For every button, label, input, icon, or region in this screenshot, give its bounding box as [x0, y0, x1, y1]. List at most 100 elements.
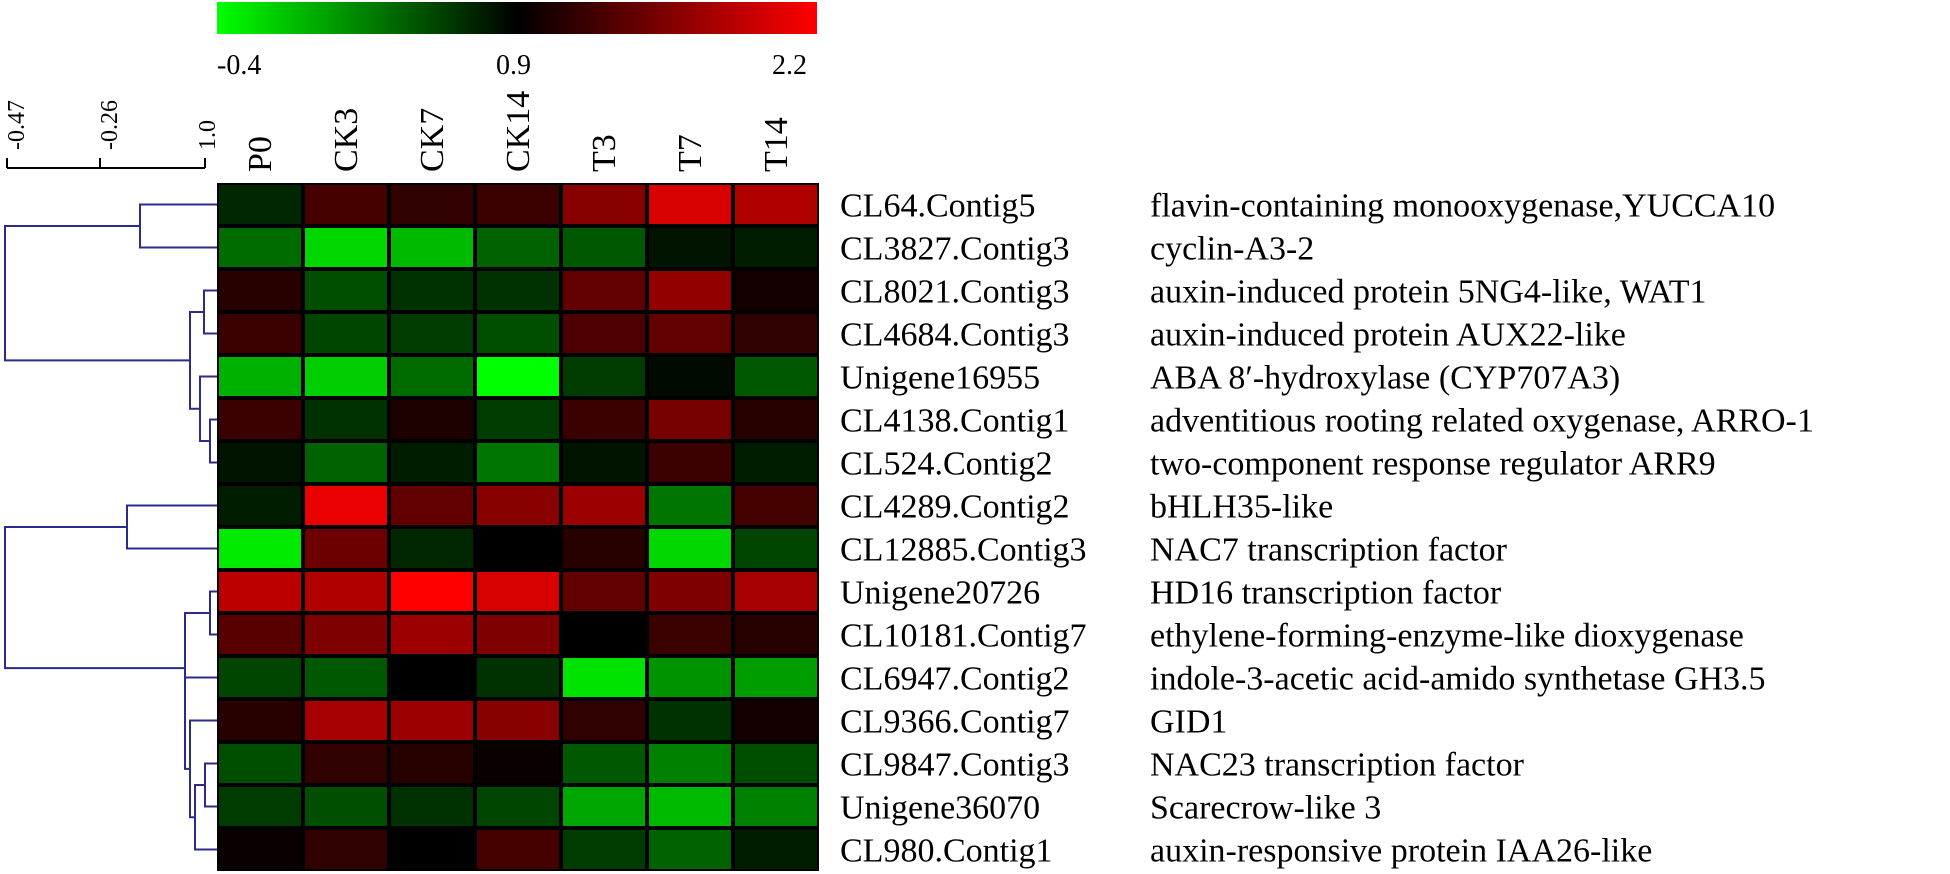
heatmap-cell [391, 486, 473, 525]
row-gene-id: Unigene16955 [840, 360, 1040, 397]
heatmap-cell [563, 314, 645, 353]
heatmap-cell [477, 658, 559, 697]
heatmap-cell [477, 185, 559, 224]
heatmap-cell [649, 658, 731, 697]
heatmap-cell [305, 787, 387, 826]
heatmap-cell [477, 572, 559, 611]
heatmap-cell [735, 314, 817, 353]
heatmap-cell [305, 314, 387, 353]
row-gene-id: CL9366.Contig7 [840, 704, 1070, 741]
heatmap-cell [391, 529, 473, 568]
heatmap-cell [391, 314, 473, 353]
heatmap-cell [477, 701, 559, 740]
row-annotation: Scarecrow-like 3 [1150, 790, 1381, 827]
heatmap-cell [563, 615, 645, 654]
row-gene-id: CL9847.Contig3 [840, 747, 1070, 784]
row-annotation: auxin-responsive protein IAA26-like [1150, 833, 1652, 870]
heatmap-cell [563, 744, 645, 783]
dendrogram-scale-label: -0.47 [4, 100, 30, 150]
heatmap-cell [563, 787, 645, 826]
heatmap-cell [735, 357, 817, 396]
dendrogram-scale: -0.47 -0.26 1.0 [4, 100, 221, 169]
dendrogram-link [209, 418, 217, 464]
dendrogram-link [139, 203, 217, 249]
heatmap-cell [219, 529, 301, 568]
row-gene-id: CL8021.Contig3 [840, 274, 1070, 311]
heatmap-cell [477, 228, 559, 267]
heatmap-cell [735, 615, 817, 654]
row-gene-id: Unigene20726 [840, 575, 1040, 612]
heatmap-cell [735, 830, 817, 869]
row-annotation: ABA 8′-hydroxylase (CYP707A3) [1150, 360, 1620, 397]
heatmap-cell [649, 443, 731, 482]
heatmap-cell [391, 357, 473, 396]
row-gene-id: CL4289.Contig2 [840, 489, 1070, 526]
color-legend-bar [217, 2, 817, 34]
column-label: CK14 [500, 91, 537, 172]
row-gene-id: CL524.Contig2 [840, 446, 1053, 483]
column-label: P0 [242, 136, 279, 172]
heatmap-cell [219, 271, 301, 310]
row-annotation: two-component response regulator ARR9 [1150, 446, 1716, 483]
heatmap-cell [649, 228, 731, 267]
heatmap-cell [305, 658, 387, 697]
heatmap-cell [305, 830, 387, 869]
dendrogram-link [126, 504, 217, 550]
row-annotation: adventitious rooting related oxygenase, … [1150, 403, 1814, 440]
heatmap-cell [391, 185, 473, 224]
heatmap-cell [477, 400, 559, 439]
heatmap-cell [305, 701, 387, 740]
heatmap-cell [477, 314, 559, 353]
heatmap-cell [219, 400, 301, 439]
heatmap-cell [219, 787, 301, 826]
heatmap-cell [219, 357, 301, 396]
heatmap-cell [735, 572, 817, 611]
row-gene-id: CL980.Contig1 [840, 833, 1053, 870]
heatmap-cell [563, 529, 645, 568]
heatmap-cell [219, 744, 301, 783]
row-annotation: auxin-induced protein 5NG4-like, WAT1 [1150, 274, 1706, 311]
heatmap-cell [219, 486, 301, 525]
heatmap-cell [477, 787, 559, 826]
heatmap-cell [391, 443, 473, 482]
row-annotation: GID1 [1150, 704, 1227, 741]
row-gene-id: Unigene36070 [840, 790, 1040, 827]
column-label: T3 [586, 134, 623, 172]
heatmap-cell [305, 572, 387, 611]
heatmap-cell [649, 486, 731, 525]
heatmap-cell [735, 185, 817, 224]
heatmap-cell [305, 744, 387, 783]
row-gene-id: CL12885.Contig3 [840, 532, 1087, 569]
heatmap-cell [649, 830, 731, 869]
heatmap-cell [219, 228, 301, 267]
heatmap-cell [649, 185, 731, 224]
heatmap-cell [649, 357, 731, 396]
row-annotation: ethylene-forming-enzyme-like dioxygenase [1150, 618, 1744, 655]
heatmap-cell [563, 185, 645, 224]
heatmap-cell [391, 701, 473, 740]
heatmap-cell [391, 615, 473, 654]
heatmap-cell [477, 529, 559, 568]
dendrogram-link [199, 375, 217, 442]
heatmap-cell [563, 271, 645, 310]
heatmap-cell [563, 486, 645, 525]
heatmap-cell [735, 787, 817, 826]
heatmap-cell [563, 572, 645, 611]
heatmap-cell [219, 314, 301, 353]
heatmap-cell [735, 529, 817, 568]
dendrogram-link [209, 590, 217, 636]
column-label: CK7 [414, 108, 451, 172]
heatmap-cell [305, 228, 387, 267]
color-legend-max-label: 2.2 [772, 50, 807, 81]
heatmap-cell [477, 357, 559, 396]
column-label: T14 [758, 117, 795, 172]
column-label: T7 [672, 134, 709, 172]
heatmap-cell [649, 701, 731, 740]
column-label: CK3 [328, 108, 365, 172]
heatmap-cell [305, 185, 387, 224]
heatmap-cell [563, 658, 645, 697]
dendrogram-scale-label: 1.0 [195, 120, 221, 150]
